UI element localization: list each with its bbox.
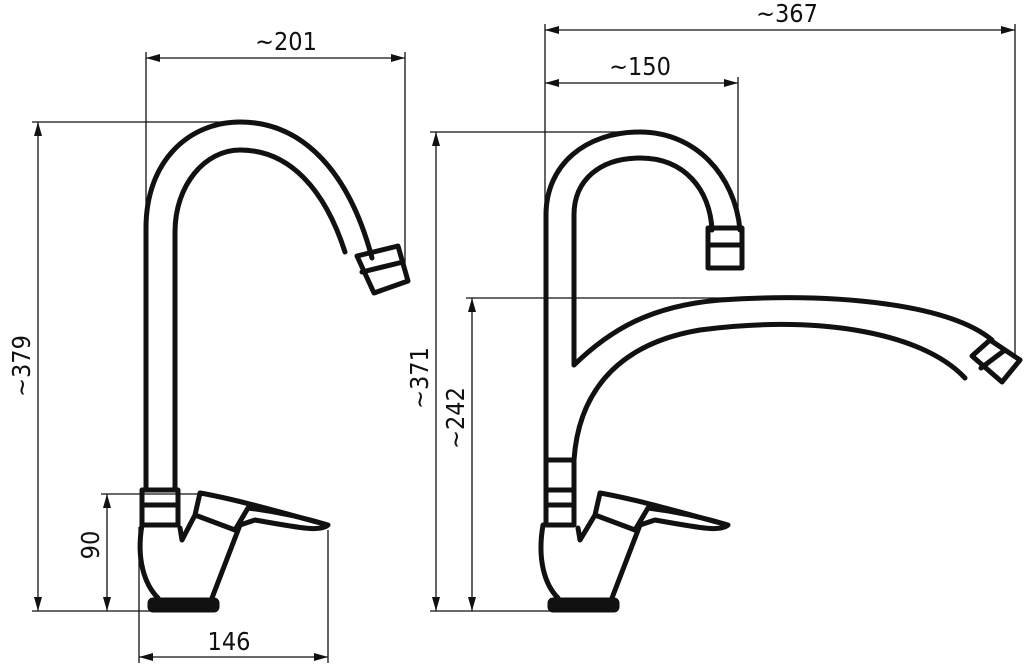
dim-left-body-height: 90 xyxy=(76,531,105,560)
dim-left-spout-reach: ~201 xyxy=(255,27,317,56)
right-long-spout-lower xyxy=(571,321,968,463)
right-faucet xyxy=(538,129,1023,613)
right-collar xyxy=(543,457,577,528)
right-lever xyxy=(575,490,731,543)
left-faucet xyxy=(137,119,411,613)
left-spout-inner xyxy=(172,147,348,493)
left-body xyxy=(137,522,243,601)
dim-right-total-height: ~371 xyxy=(405,347,434,409)
dim-right-hook-reach: ~150 xyxy=(609,52,671,81)
right-base-plate xyxy=(547,597,620,613)
left-dimensions: ~201 ~379 90 146 xyxy=(7,27,406,663)
right-hook-nozzle xyxy=(705,225,745,271)
right-dimensions: ~367 ~150 ~371 ~242 xyxy=(405,0,1016,612)
dim-left-body-width: 146 xyxy=(208,627,251,656)
right-column-inner xyxy=(571,155,715,368)
dim-left-total-height: ~379 xyxy=(7,335,36,397)
dim-right-low-spout-height: ~242 xyxy=(441,387,470,449)
left-nozzle xyxy=(354,243,411,296)
left-lever xyxy=(177,490,331,543)
right-body xyxy=(538,522,643,601)
right-long-spout-upper xyxy=(571,295,995,368)
left-base-plate xyxy=(147,597,220,613)
right-long-nozzle xyxy=(969,337,1023,385)
left-collar xyxy=(139,487,181,528)
left-spout-outer xyxy=(143,119,375,493)
dim-right-total-reach: ~367 xyxy=(756,0,818,28)
